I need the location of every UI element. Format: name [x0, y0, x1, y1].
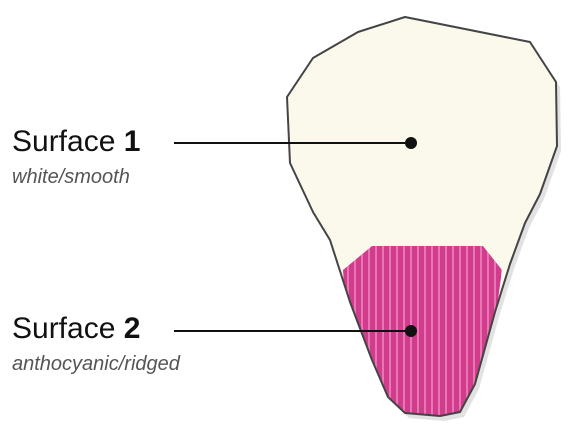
surface-2-label: Surface 2 anthocyanic/ridged: [12, 312, 180, 376]
surface-2-title: Surface 2: [12, 312, 180, 346]
pointer-dot-surface-2: [405, 325, 417, 337]
petal-surface-2: [343, 246, 502, 416]
surface-1-description: white/smooth: [12, 166, 130, 188]
petal-outline: [286, 16, 558, 417]
surface-1-label: Surface 1 white/smooth: [12, 125, 140, 189]
surface-2-number: 2: [123, 312, 141, 345]
surface-2-title-word: Surface: [12, 312, 116, 345]
surface-1-number: 1: [123, 125, 141, 158]
surface-2-description: anthocyanic/ridged: [12, 353, 180, 375]
surface-1-title-word: Surface: [12, 125, 116, 158]
surface-1-title: Surface 1: [12, 125, 140, 159]
pointer-dot-surface-1: [405, 137, 417, 149]
